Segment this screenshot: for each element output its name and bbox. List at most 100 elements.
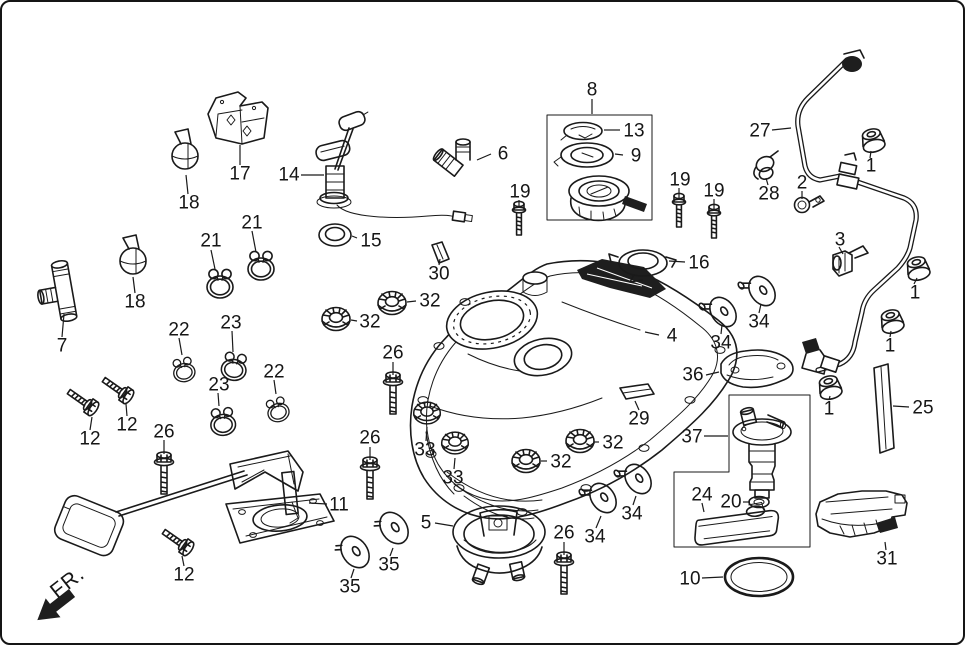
part-label-30: 30: [428, 264, 449, 285]
part-label-7: 7: [57, 336, 68, 357]
part-label-23: 23: [208, 375, 229, 396]
leader-line: [701, 502, 705, 513]
bushing-1-a: [858, 125, 888, 156]
strip-30: [431, 241, 450, 264]
leader-line: [125, 403, 128, 417]
washer-35-b: [332, 530, 376, 576]
bolt-12-c: [158, 524, 197, 559]
clamp-21-b: [247, 250, 275, 281]
leader-line: [838, 246, 844, 255]
part-label-26: 26: [553, 523, 574, 544]
part-label-32: 32: [359, 312, 380, 333]
mount-34-b: [736, 267, 782, 315]
part-label-34: 34: [621, 504, 643, 525]
part-label-1: 1: [910, 283, 921, 304]
fr-direction-arrow: FR.: [37, 562, 89, 621]
fuel-sender-14: [315, 110, 473, 223]
grommet-32-b: [377, 290, 407, 316]
part-label-32: 32: [602, 433, 623, 454]
leader-line: [913, 277, 918, 285]
leader-line: [185, 174, 189, 195]
leader-line: [828, 395, 831, 401]
leader-line: [61, 313, 65, 338]
part-label-9: 9: [631, 146, 642, 167]
leader-line: [720, 324, 723, 335]
part-label-3: 3: [835, 230, 846, 251]
leader-line: [251, 230, 257, 253]
part-label-29: 29: [628, 409, 649, 430]
part-label-24: 24: [691, 485, 713, 506]
part-label-23: 23: [220, 313, 241, 334]
part-label-19: 19: [669, 170, 690, 191]
pad-29: [619, 383, 655, 400]
part-label-32: 32: [419, 291, 440, 312]
clamp-22-a: [170, 355, 198, 385]
part-label-34: 34: [748, 312, 770, 333]
clip-18-top: [171, 128, 199, 170]
part-label-1: 1: [885, 336, 896, 357]
part-label-2: 2: [797, 173, 808, 194]
gasket-15: [318, 223, 352, 247]
clamp-23-b: [208, 406, 238, 438]
leader-line: [178, 337, 183, 356]
cap-lock-body: [568, 175, 647, 222]
part-label-18: 18: [124, 292, 145, 313]
leader-line: [217, 392, 220, 407]
clamp-22-b: [263, 394, 293, 426]
part-label-22: 22: [263, 362, 284, 383]
part-label-4: 4: [667, 326, 678, 347]
grommet-32-d: [565, 428, 595, 454]
pump-box-37: [673, 394, 811, 548]
leader-line: [434, 522, 454, 527]
bolt-12-a: [63, 384, 102, 419]
leader-line: [771, 127, 792, 131]
sender-wire: [336, 204, 458, 219]
leader-line: [884, 541, 887, 551]
part-label-12: 12: [173, 565, 194, 586]
bolt-26-a: [153, 451, 175, 495]
part-label-31: 31: [876, 549, 897, 570]
part-label-6: 6: [498, 144, 509, 165]
leader-line: [632, 495, 637, 506]
bushing-1-b: [903, 253, 933, 284]
bolt-26-b: [382, 371, 404, 415]
leader-line: [758, 303, 762, 314]
strip-25: [873, 363, 895, 454]
bolt-26-d: [553, 551, 575, 595]
elbow-joint-6: [432, 138, 471, 178]
part-label-10: 10: [679, 569, 700, 590]
mount-34-a: [697, 288, 743, 336]
leader-line: [425, 426, 428, 442]
part-label-37: 37: [681, 427, 702, 448]
bracket-36: [720, 349, 794, 389]
leader-line: [453, 457, 456, 470]
bolt-26-c: [359, 456, 381, 500]
leader-line: [595, 515, 602, 529]
bracket-17: [207, 91, 269, 145]
clamp-3: [832, 245, 869, 277]
part-label-17: 17: [229, 164, 250, 185]
leader-line: [89, 416, 93, 431]
part-label-25: 25: [912, 398, 933, 419]
fuel-cap-box-8: [546, 114, 653, 222]
bracket-31: [815, 490, 908, 538]
part-label-20: 20: [720, 492, 741, 513]
clamp-28: [753, 150, 779, 181]
leader-line: [634, 400, 640, 411]
leader-line: [389, 547, 394, 557]
part-label-21: 21: [200, 231, 221, 252]
part-label-36: 36: [682, 365, 703, 386]
part-label-5: 5: [421, 513, 432, 534]
part-label-11: 11: [329, 495, 349, 516]
leader-line: [476, 153, 492, 161]
grommet-32-c: [511, 448, 541, 474]
cap-plate-13: [560, 121, 603, 141]
float-assembly-11: [53, 450, 335, 557]
leader-line: [132, 276, 136, 294]
part-label-34: 34: [710, 333, 732, 354]
part-label-13: 13: [623, 121, 644, 142]
fuel-tank-drawing: [409, 259, 738, 520]
part-label-15: 15: [360, 231, 381, 252]
part-label-26: 26: [359, 428, 380, 449]
